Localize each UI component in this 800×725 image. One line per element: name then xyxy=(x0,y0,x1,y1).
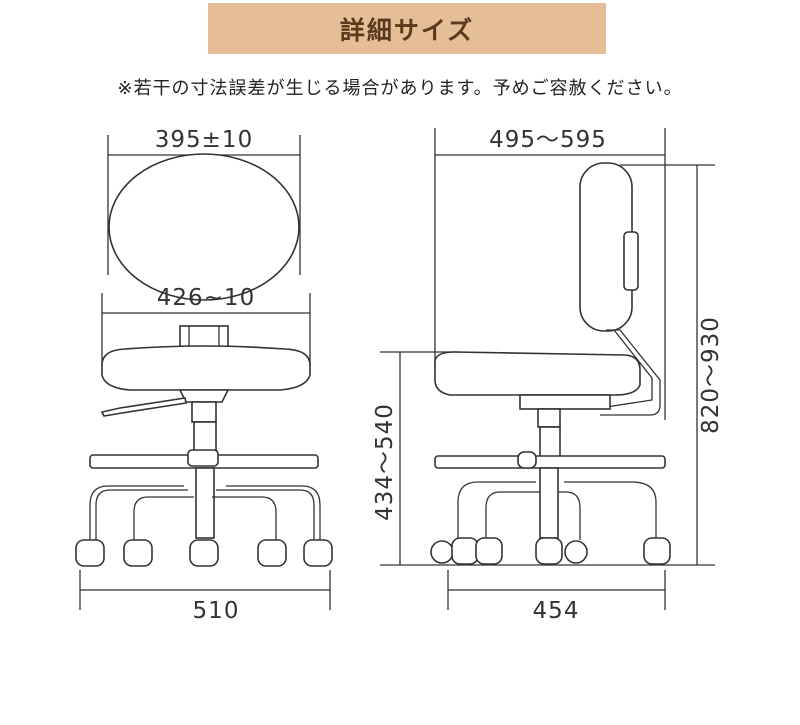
section-banner: 詳細サイズ xyxy=(208,3,606,54)
casters xyxy=(75,539,333,567)
side-casters xyxy=(430,537,671,565)
backrest-width-label: 395±10 xyxy=(155,127,253,153)
seat xyxy=(101,345,311,391)
side-view: 495～595 820～930 434～540 454 xyxy=(372,127,724,624)
base-width-label: 510 xyxy=(193,598,240,624)
section-title: 詳細サイズ xyxy=(339,15,475,45)
depth-label: 495～595 xyxy=(489,127,607,153)
lift-lever xyxy=(100,397,187,417)
base-depth-label: 454 xyxy=(533,598,580,624)
side-footring xyxy=(434,455,666,469)
side-seat xyxy=(434,351,641,396)
total-height-label: 820～930 xyxy=(698,316,724,434)
backrest xyxy=(108,153,300,301)
seat-width-label: 426~10 xyxy=(157,285,255,311)
tolerance-note: ※若干の寸法誤差が生じる場合があります。予めご容赦ください。 xyxy=(117,78,683,99)
front-view: 395±10 426~10 510 xyxy=(75,127,333,624)
seat-height-label: 434～540 xyxy=(372,403,398,521)
